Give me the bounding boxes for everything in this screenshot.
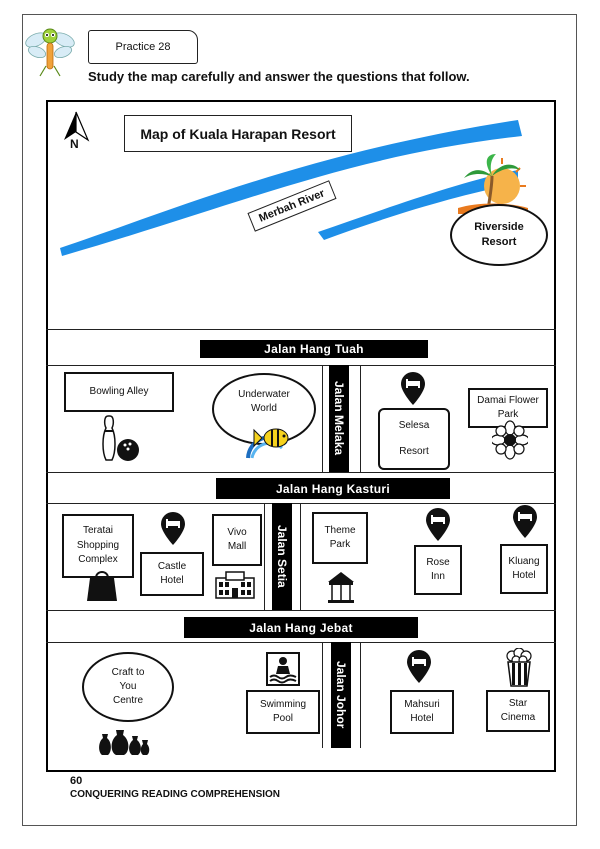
popcorn-icon bbox=[506, 648, 532, 687]
map-frame bbox=[46, 100, 556, 772]
block-border bbox=[322, 642, 323, 748]
block-border bbox=[46, 610, 556, 611]
fish-icon bbox=[246, 428, 289, 459]
pottery-icon bbox=[99, 730, 150, 755]
swimmer-icon bbox=[266, 652, 300, 686]
road-jalan-hang-tuah: Jalan Hang Tuah bbox=[200, 340, 428, 358]
block-border bbox=[300, 503, 301, 610]
road-jalan-johor: Jalan Johor bbox=[331, 642, 351, 748]
carousel-icon bbox=[328, 572, 354, 603]
river bbox=[60, 120, 522, 256]
page-border bbox=[22, 14, 577, 826]
road-jalan-melaka: Jalan Melaka bbox=[329, 365, 349, 472]
hotel-pin-icon bbox=[161, 512, 185, 545]
book-title: CONQUERING READING COMPREHENSION bbox=[70, 789, 281, 800]
flower-icon bbox=[492, 420, 528, 460]
road-jalan-hang-jebat: Jalan Hang Jebat bbox=[184, 617, 418, 638]
block-border bbox=[46, 365, 556, 366]
block-border bbox=[46, 642, 556, 643]
compass-label: N bbox=[70, 137, 79, 151]
bowling-alley-marker: Bowling Alley bbox=[64, 372, 174, 412]
map-title: Map of Kuala Harapan Resort bbox=[124, 115, 352, 152]
dragonfly-mascot-icon bbox=[25, 28, 75, 77]
block-border bbox=[46, 503, 556, 504]
north-arrow-icon bbox=[64, 111, 90, 142]
block-border bbox=[360, 642, 361, 748]
hotel-pin-icon bbox=[426, 508, 450, 541]
block-border bbox=[264, 503, 265, 610]
hotel-pin-icon bbox=[513, 505, 537, 538]
block-border bbox=[46, 472, 556, 473]
hotel-pin-icon bbox=[407, 650, 431, 683]
road-jalan-hang-kasturi: Jalan Hang Kasturi bbox=[216, 478, 450, 499]
hotel-pin-icon bbox=[401, 372, 425, 405]
instruction-text: Study the map carefully and answer the q… bbox=[88, 69, 470, 84]
shopping-bag-icon bbox=[87, 571, 117, 601]
bowling-icon bbox=[102, 415, 139, 461]
map-divider bbox=[46, 329, 556, 330]
page-number: 60 bbox=[70, 775, 83, 787]
block-border bbox=[360, 365, 361, 472]
block-border bbox=[322, 365, 323, 472]
road-jalan-setia: Jalan Setia bbox=[272, 503, 292, 610]
practice-label: Practice 28 bbox=[88, 30, 198, 64]
building-icon bbox=[215, 571, 255, 599]
